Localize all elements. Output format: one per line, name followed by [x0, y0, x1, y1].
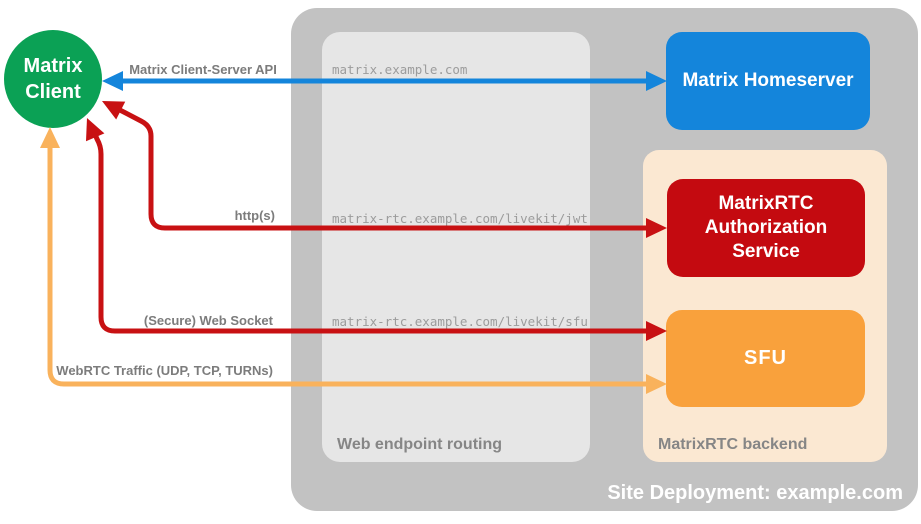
web-endpoint-routing-panel	[322, 32, 590, 462]
endpoint-url-livekit-jwt: matrix-rtc.example.com/livekit/jwt	[332, 211, 588, 226]
label-https: http(s)	[234, 208, 275, 223]
label-client-server-api: Matrix Client-Server API	[129, 62, 277, 77]
web-endpoint-routing-caption: Web endpoint routing	[337, 436, 503, 453]
site-deployment-caption: Site Deployment: example.com	[607, 482, 903, 504]
matrixrtc-authorization-service-node: MatrixRTC Authorization Service	[667, 179, 865, 277]
matrixrtc-backend-caption: MatrixRTC backend	[658, 436, 808, 453]
matrix-client-node: Matrix Client	[4, 30, 102, 128]
arrowhead-to-client-icon	[102, 101, 126, 120]
matrix-homeserver-node: Matrix Homeserver	[666, 32, 870, 130]
arrowhead-to-client-icon	[40, 127, 60, 148]
endpoint-url-livekit-sfu: matrix-rtc.example.com/livekit/sfu	[332, 314, 588, 329]
sfu-node: SFU	[666, 310, 865, 407]
matrix-client-label: Matrix Client	[23, 55, 83, 103]
sfu-label: SFU	[744, 347, 787, 369]
label-secure-web-socket: (Secure) Web Socket	[143, 313, 273, 328]
endpoint-url-homeserver: matrix.example.com	[332, 62, 468, 77]
matrix-homeserver-label: Matrix Homeserver	[682, 70, 854, 91]
matrixrtc-authorization-service-label: MatrixRTC Authorization Service	[704, 193, 828, 262]
label-webrtc-traffic: WebRTC Traffic (UDP, TCP, TURNs)	[56, 363, 273, 378]
